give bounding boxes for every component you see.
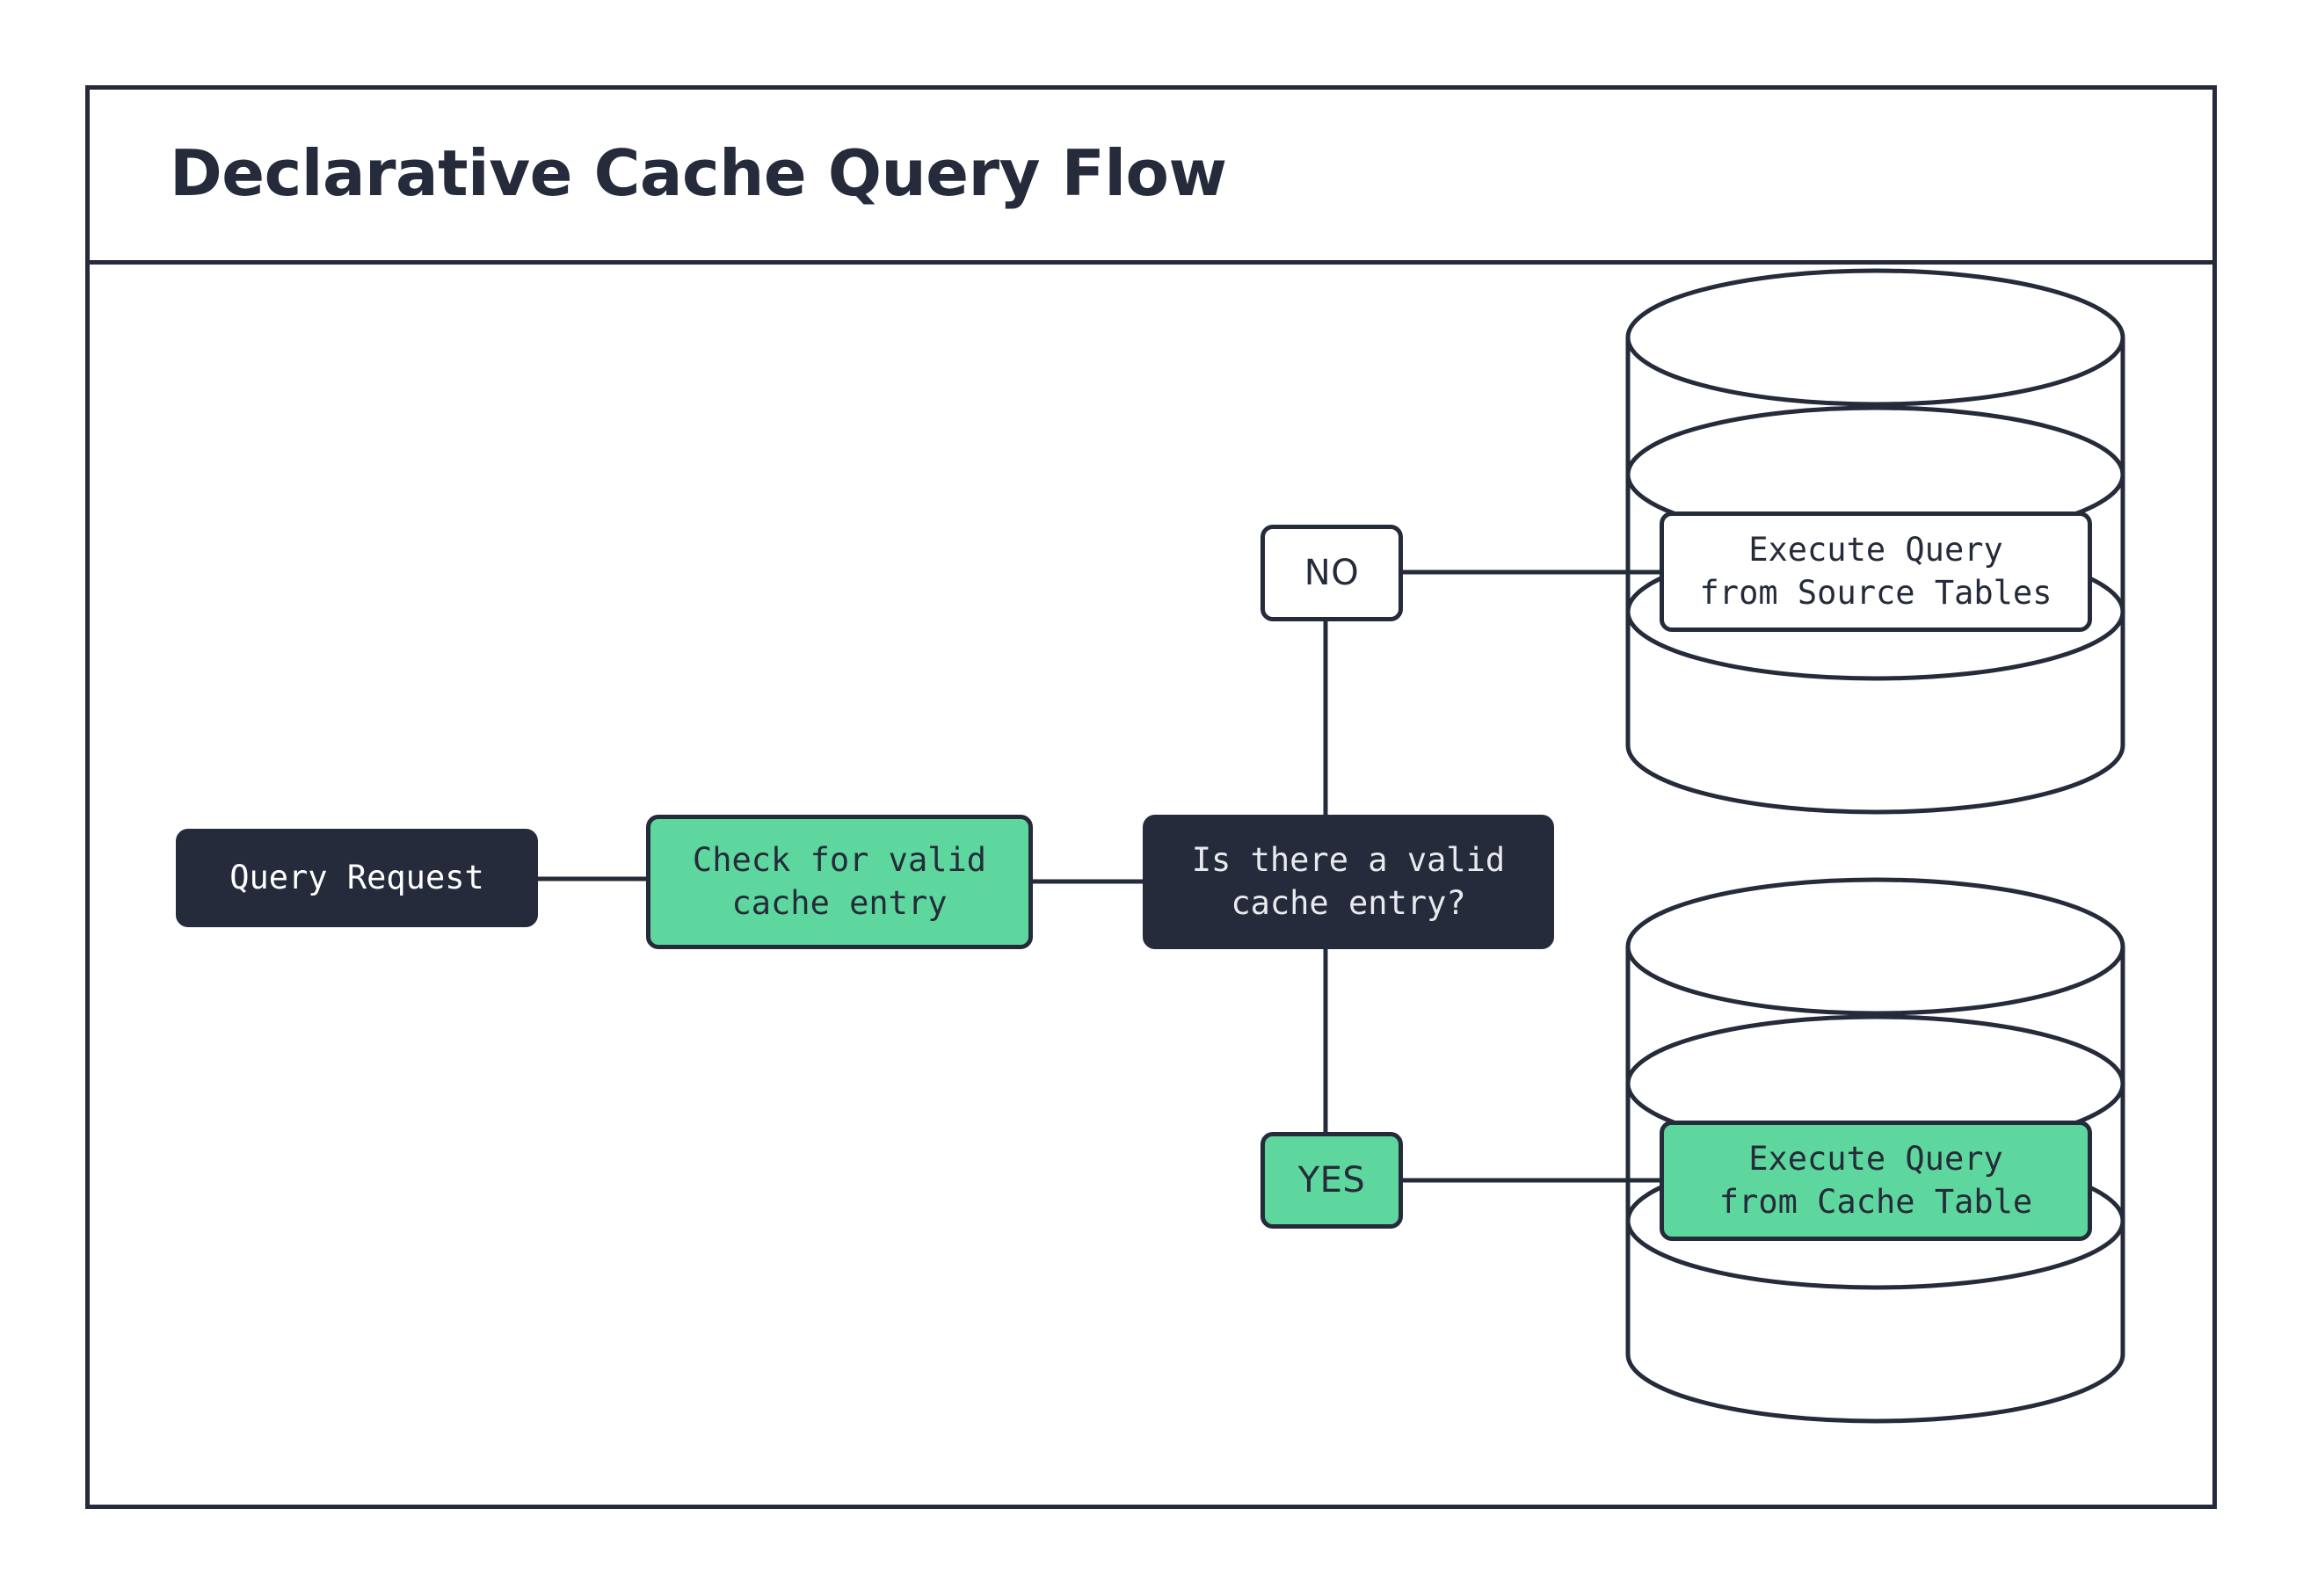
node-decision-is-there-a-valid-cache-entry[interactable]: Is there a valid cache entry? [1143,815,1554,949]
edge-label-yes[interactable]: YES [1260,1132,1403,1229]
node-execute-query-from-cache-table[interactable]: Execute Query from Cache Table [1660,1121,2092,1241]
page-title: Declarative Cache Query Flow [170,135,1227,210]
node-query-request[interactable]: Query Request [176,829,538,927]
node-check-for-valid-cache-entry[interactable]: Check for valid cache entry [646,815,1033,949]
edge-label-no[interactable]: NO [1260,525,1403,621]
node-execute-query-from-source-tables[interactable]: Execute Query from Source Tables [1660,511,2092,632]
diagram-frame [85,85,2217,1509]
title-bar: Declarative Cache Query Flow [85,85,2217,265]
